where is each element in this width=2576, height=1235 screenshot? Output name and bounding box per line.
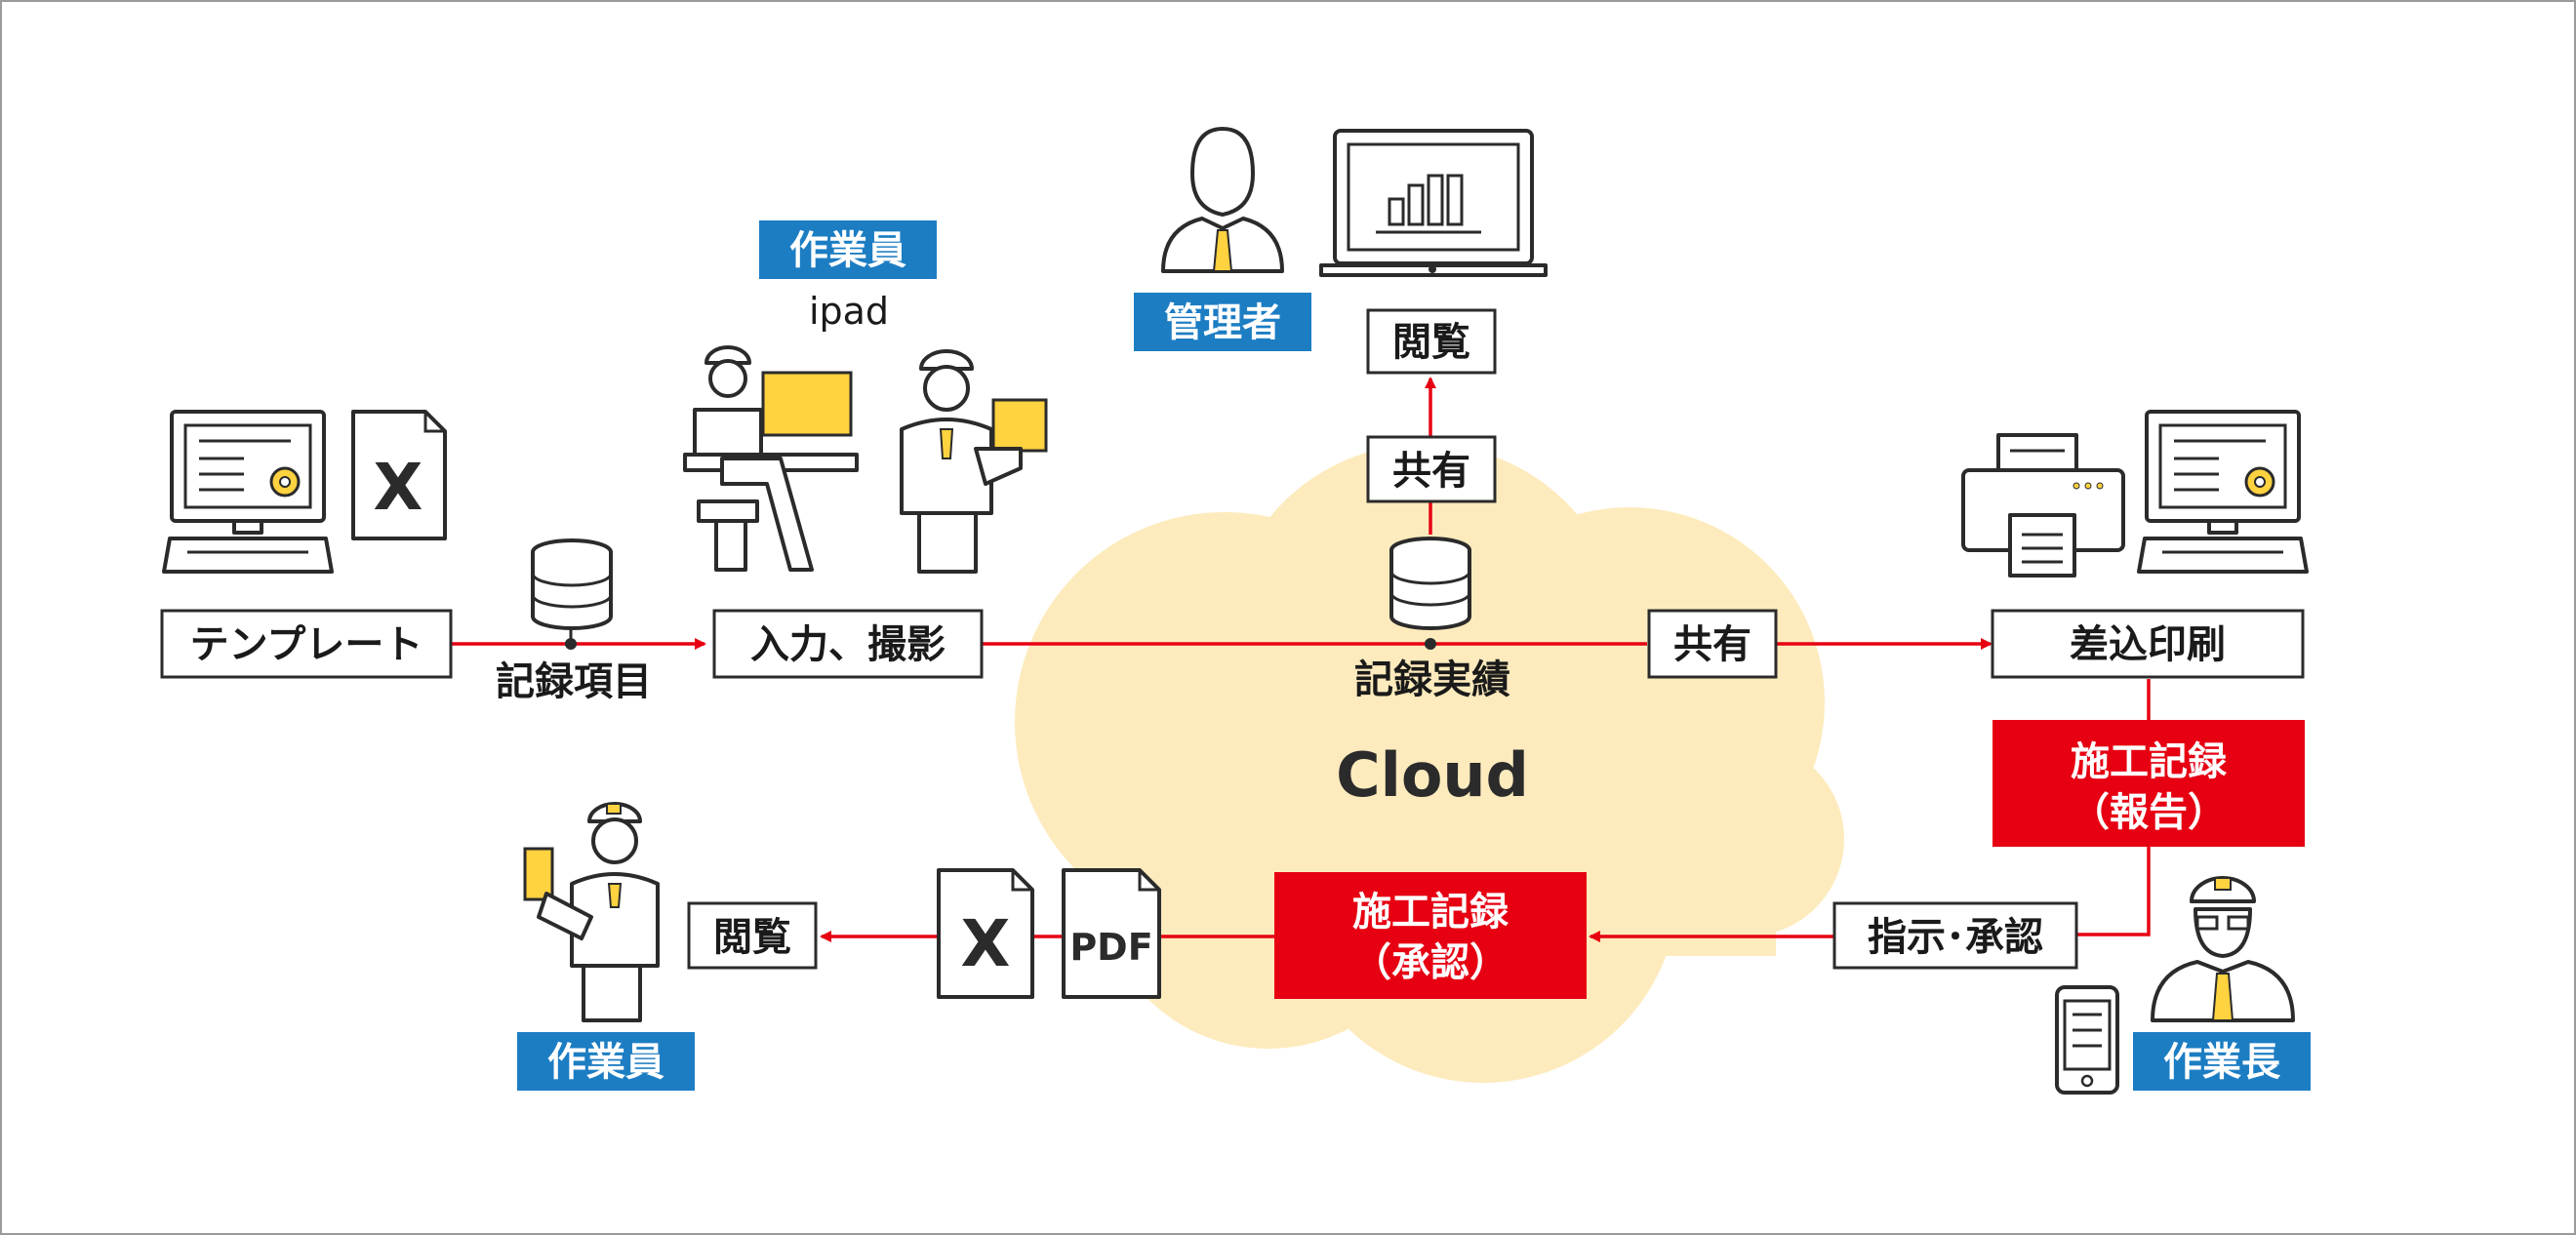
role-badge-worker-bottom: 作業員 <box>517 1032 695 1091</box>
share-center-box[interactable]: 共有 <box>1647 609 1778 679</box>
view-top-box[interactable]: 閲覧 <box>1366 308 1497 375</box>
foreman-person-icon <box>2151 876 2295 1022</box>
pdf-file-icon: PDF <box>1062 868 1161 999</box>
cloud-label: Cloud <box>1336 739 1529 811</box>
svg-text:作業員: 作業員 <box>547 1040 664 1085</box>
share-top-box[interactable]: 共有 <box>1366 435 1497 503</box>
view-top-label: 閲覧 <box>1392 320 1470 365</box>
role-badge-foreman: 作業長 <box>2133 1032 2311 1091</box>
construction-report-box[interactable]: 施工記録 （報告） <box>1992 720 2305 847</box>
instruction-approval-label: 指示･承認 <box>1868 915 2043 960</box>
printer-icon <box>1961 433 2125 578</box>
database-icon <box>531 538 613 630</box>
svg-text:X: X <box>961 906 1011 981</box>
construction-approval-line1: 施工記録 <box>1352 890 1509 935</box>
record-items-label: 記録項目 <box>496 659 652 704</box>
view-bottom-box[interactable]: 閲覧 <box>687 901 818 970</box>
svg-text:PDF: PDF <box>1069 926 1152 969</box>
instruction-approval-box[interactable]: 指示･承認 <box>1832 901 2078 970</box>
construction-approval-line2: （承認） <box>1352 940 1509 985</box>
smartphone-icon <box>2055 985 2119 1095</box>
view-bottom-label: 閲覧 <box>713 915 791 960</box>
input-photo-box[interactable]: 入力、撮影 <box>712 609 984 679</box>
worker-with-tablet-icon <box>900 349 1048 574</box>
record-results-label: 記録実績 <box>1354 657 1510 702</box>
svg-text:作業長: 作業長 <box>2163 1040 2281 1085</box>
input-photo-label: 入力、撮影 <box>750 622 946 667</box>
worker-at-desk-icon <box>683 345 859 572</box>
construction-report-line1: 施工記録 <box>2071 739 2228 784</box>
line-report-to-instruction <box>2076 847 2151 936</box>
computer-monitor-icon-right <box>2137 410 2309 574</box>
excel-file-icon-bottom: X <box>937 868 1034 999</box>
role-badge-worker-top: 作業員 <box>759 220 937 279</box>
computer-monitor-icon <box>162 410 334 574</box>
ipad-label: ipad <box>809 290 889 333</box>
construction-report-line2: （報告） <box>2071 790 2227 835</box>
svg-text:作業員: 作業員 <box>789 228 906 273</box>
template-box[interactable]: テンプレート <box>160 609 453 679</box>
role-badge-manager: 管理者 <box>1134 293 1311 351</box>
construction-approval-box[interactable]: 施工記録 （承認） <box>1274 872 1587 999</box>
share-center-label: 共有 <box>1673 622 1751 667</box>
worker-with-phone-icon <box>523 802 660 1022</box>
svg-text:管理者: 管理者 <box>1164 300 1281 345</box>
junction-dot <box>1425 638 1436 650</box>
laptop-chart-icon <box>1319 129 1548 277</box>
svg-text:X: X <box>374 450 423 525</box>
merge-print-box[interactable]: 差込印刷 <box>1991 609 2305 679</box>
database-icon-center <box>1389 537 1471 630</box>
manager-person-icon <box>1161 127 1284 273</box>
merge-print-label: 差込印刷 <box>2070 622 2226 667</box>
share-top-label: 共有 <box>1392 449 1470 494</box>
template-label: テンプレート <box>190 622 423 667</box>
excel-file-icon: X <box>351 410 447 540</box>
